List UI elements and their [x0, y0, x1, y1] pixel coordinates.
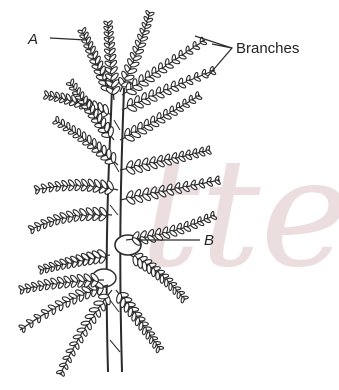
leaflet — [67, 179, 75, 187]
leaflet — [18, 285, 25, 291]
leaflet — [48, 304, 56, 310]
leaflet — [77, 128, 81, 136]
leaflet — [186, 79, 194, 85]
leaflet — [155, 92, 164, 99]
leaflet — [85, 314, 94, 319]
leaflet — [173, 287, 177, 294]
leaflet — [40, 219, 47, 225]
leaflet — [26, 319, 33, 324]
leaflet — [102, 145, 106, 154]
leaflet — [157, 117, 166, 123]
leaflet — [87, 135, 91, 143]
leaflet — [98, 294, 108, 299]
leafy-branch — [19, 280, 108, 332]
leafy-branch — [34, 178, 118, 195]
leaflet — [82, 132, 86, 140]
leaflet — [178, 82, 186, 88]
label-b: B — [204, 232, 214, 249]
leaflet — [202, 73, 209, 79]
leaflet — [181, 296, 185, 303]
leaflet — [107, 149, 111, 159]
leaflet — [66, 122, 70, 129]
leaflet — [179, 55, 187, 60]
leaflet — [186, 50, 193, 55]
leaflet — [152, 72, 161, 78]
leaflet — [163, 114, 172, 120]
leaflet — [151, 268, 155, 277]
leaflet — [165, 63, 174, 69]
leaflet — [145, 76, 155, 82]
leaflet — [196, 95, 203, 100]
leaflet — [34, 222, 41, 228]
leaflet — [152, 341, 157, 348]
leaflet — [158, 68, 167, 74]
leaflet — [74, 178, 82, 187]
leaflet — [34, 314, 41, 319]
leaflet — [183, 103, 190, 108]
leaflet — [200, 41, 207, 45]
leaflet — [94, 301, 104, 306]
leaflet — [77, 87, 82, 94]
leaflet — [93, 179, 102, 189]
leaflet — [194, 76, 201, 82]
label-a: A — [27, 31, 38, 48]
leaflet — [177, 292, 181, 299]
leaflet — [163, 89, 172, 96]
leaflet — [160, 275, 164, 283]
leaflet — [171, 85, 180, 92]
leaflet — [164, 279, 168, 287]
label-branches: Branches — [236, 40, 299, 57]
leaflet — [147, 265, 152, 274]
leaflet — [176, 107, 184, 112]
leaflet — [81, 321, 90, 326]
watermark-text: ttes — [140, 127, 339, 301]
leaflet — [34, 185, 41, 191]
leaflet — [70, 79, 74, 86]
leaflet — [92, 138, 96, 147]
leaflet — [41, 309, 49, 314]
leaflet — [81, 178, 89, 187]
leaflet — [189, 99, 196, 104]
leaflet — [73, 83, 78, 90]
leaflet — [97, 142, 101, 151]
leaflet — [61, 119, 65, 126]
leaflet — [193, 45, 200, 50]
leaflet — [72, 125, 76, 133]
leaflet — [170, 110, 178, 116]
leaflet — [56, 116, 60, 123]
leaflet — [19, 324, 26, 328]
leaflet — [62, 296, 71, 303]
leaflet — [87, 178, 95, 188]
leaflet — [28, 225, 35, 230]
leaflet — [111, 152, 116, 162]
leaflet — [156, 272, 160, 280]
leaflet — [142, 261, 147, 271]
leaflet — [169, 283, 173, 290]
label-line-a — [50, 38, 86, 40]
leaflet — [149, 337, 154, 344]
leaflet — [89, 307, 99, 312]
leaflet — [156, 346, 160, 353]
leafy-branch — [28, 206, 112, 234]
leaflet — [172, 59, 180, 64]
leaflet — [55, 300, 64, 306]
